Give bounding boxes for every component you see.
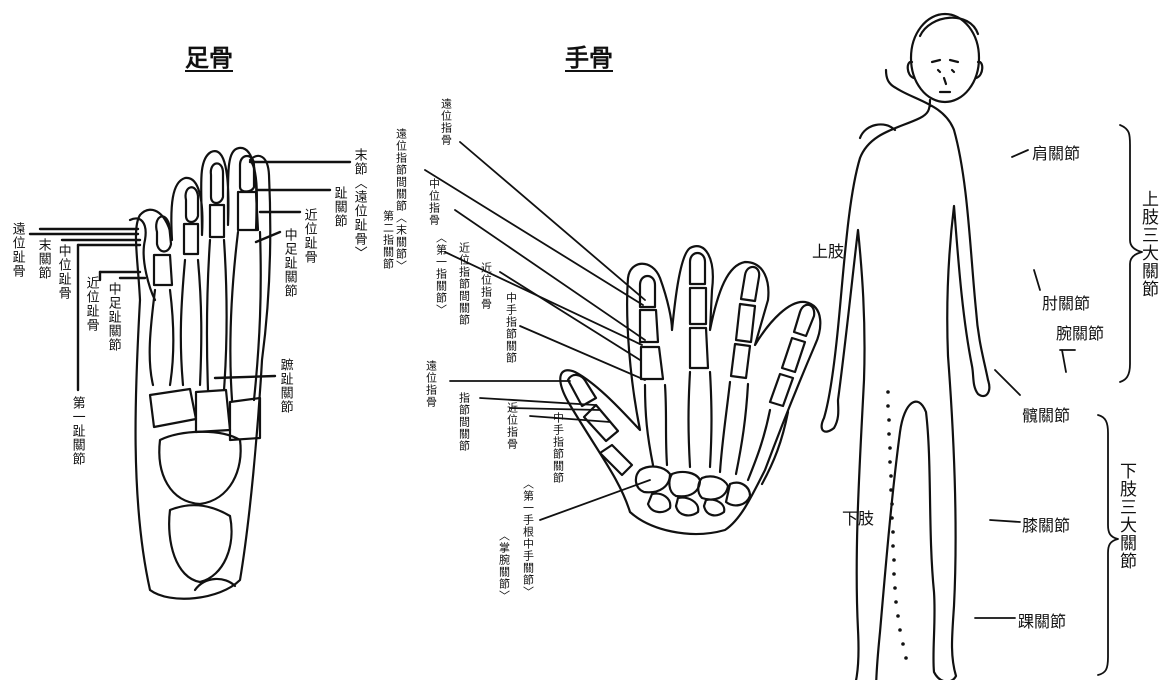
body-label-wrist: 腕關節: [1056, 324, 1105, 343]
body-label-lower-limb: 下肢: [842, 509, 875, 528]
foot-label-metatarsal-joint-2: 中足趾關節: [105, 282, 121, 352]
hand-skeleton-drawing: [559, 245, 822, 536]
foot-label-toe-joint: 趾關節: [331, 186, 347, 228]
foot-skeleton-drawing: [128, 146, 272, 600]
hand-label-mcp-joint: 中手指節關節: [504, 292, 518, 364]
hand-label-middle-finger-bone: 中位指骨: [427, 178, 441, 226]
foot-label-middle-toe-bone: 中位趾骨: [55, 244, 71, 300]
foot-label-first-toe-joint: 第一趾關節: [69, 396, 85, 466]
human-figure-drawing: [820, 12, 991, 680]
foot-label-end-joint: 末關節: [35, 238, 51, 280]
foot-label-proximal-phalanx: 近位趾骨: [301, 208, 317, 264]
foot-label-distal-node: 末節〈遠位趾骨〉: [351, 148, 367, 260]
lower-limb-dotted-line: [886, 390, 908, 660]
body-label-elbow: 肘關節: [1042, 294, 1091, 313]
foot-label-tarsometatarsal: 蹠趾關節: [277, 358, 293, 414]
hand-label-pip-joint-sub: 〈第一指關節〉: [434, 232, 448, 316]
foot-label-metatarsal-joint: 中足趾關節: [281, 228, 297, 298]
foot-label-distal-toe-bone: 遠位趾骨: [9, 222, 25, 278]
hand-label-wrist: 〈掌腕關節〉: [497, 530, 511, 602]
hand-label-thumb-ip: 指節間關節: [457, 392, 471, 452]
body-label-upper-group: 上肢三大關節: [1138, 190, 1158, 298]
hand-label-pip-joint: 近位指節間關節: [457, 242, 471, 326]
body-label-upper-limb: 上肢: [812, 242, 845, 261]
body-label-knee: 膝關節: [1022, 516, 1071, 535]
hand-label-proximal-finger-bone: 近位指骨: [479, 262, 493, 310]
hand-label-thumb-distal: 遠位指骨: [424, 360, 438, 408]
hand-label-thumb-proximal: 近位指骨: [505, 402, 519, 450]
body-label-hip: 髖關節: [1022, 406, 1071, 425]
body-label-lower-group: 下肢三大關節: [1116, 462, 1136, 570]
hand-label-thumb-mcp: 中手指節關節: [551, 412, 565, 484]
hand-label-dip-joint-sub: 第二指關節: [381, 210, 395, 270]
hand-label-thumb-cmc: 〈第一手根中手關節〉: [521, 478, 535, 598]
foot-label-proximal-toe-bone: 近位趾骨: [83, 276, 99, 332]
body-label-shoulder: 肩關節: [1032, 144, 1081, 163]
body-label-ankle: 踝關節: [1018, 612, 1067, 631]
hand-title: 手骨: [565, 43, 613, 72]
foot-title: 足骨: [185, 43, 233, 72]
hand-label-distal-finger-bone: 遠位指骨: [439, 98, 453, 146]
hand-label-dip-joint: 遠位指節間關節〈末關節〉: [394, 128, 408, 272]
